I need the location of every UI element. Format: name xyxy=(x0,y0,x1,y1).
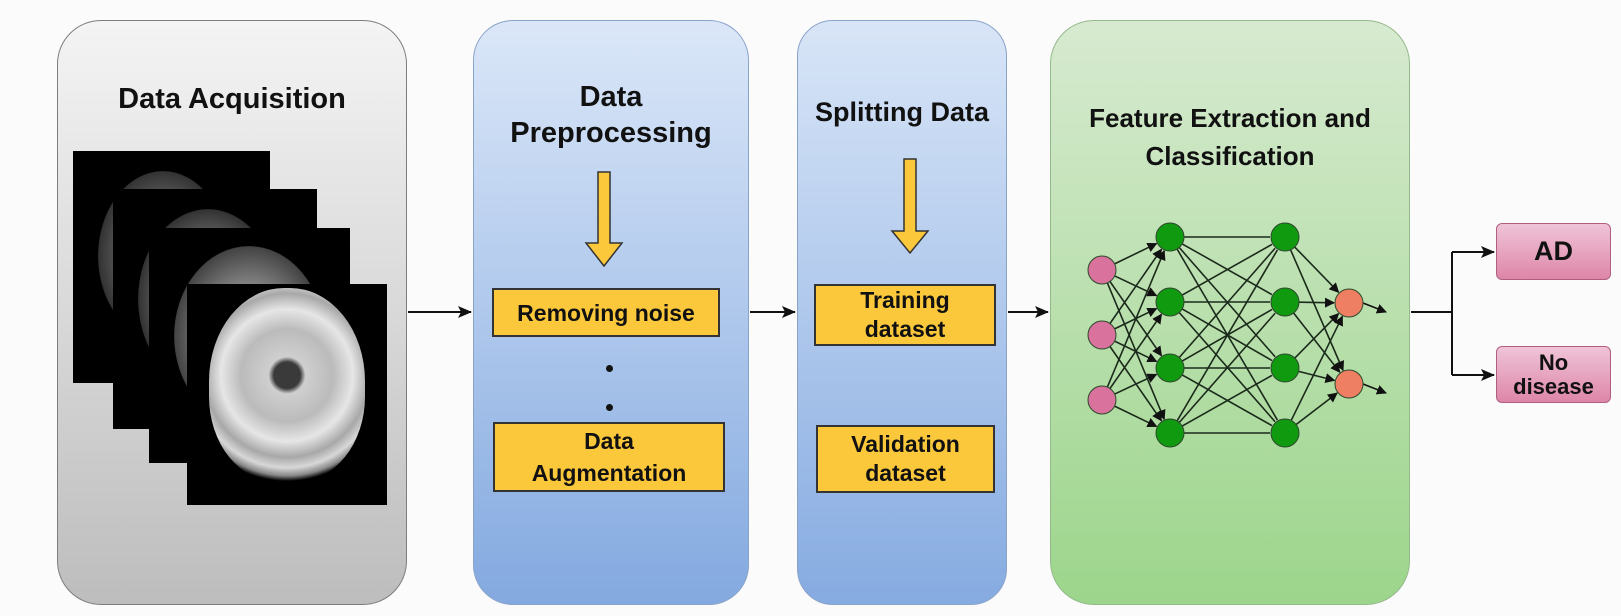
network-edge xyxy=(1294,246,1340,293)
title-line: Classification xyxy=(1145,141,1315,171)
input-node xyxy=(1087,320,1117,350)
ad-output-box: AD xyxy=(1496,223,1611,280)
network-edge xyxy=(1114,242,1158,265)
output-node xyxy=(1334,369,1364,399)
ellipsis-dot xyxy=(606,365,613,372)
box-line: Validation xyxy=(851,431,960,457)
output-pointer-arrow xyxy=(1362,383,1387,395)
mri-slice-image xyxy=(187,284,387,505)
network-edge xyxy=(1181,374,1273,427)
network-edge xyxy=(1178,247,1276,359)
network-edge xyxy=(1298,297,1336,308)
title-line: Feature Extraction and xyxy=(1089,103,1371,133)
box-line: dataset xyxy=(865,460,946,486)
title-line: Preprocessing xyxy=(510,117,712,149)
network-edge xyxy=(1289,249,1345,372)
network-edge xyxy=(1114,373,1158,395)
ellipsis-dot xyxy=(606,404,613,411)
network-edge xyxy=(1106,249,1166,388)
hidden-node-layer2 xyxy=(1270,353,1300,383)
removing-noise-step: Removing noise xyxy=(492,288,720,337)
network-edge xyxy=(1109,313,1163,389)
title-line: Data xyxy=(579,81,643,113)
output-node xyxy=(1334,288,1364,318)
network-edge xyxy=(1181,243,1273,296)
network-edge xyxy=(1298,370,1336,384)
hidden-node-layer2 xyxy=(1270,222,1300,252)
validation-dataset-box: Validation dataset xyxy=(816,425,995,493)
box-line: Training xyxy=(860,287,950,313)
box-line: dataset xyxy=(864,316,946,342)
input-node xyxy=(1087,255,1117,285)
network-edge xyxy=(1290,315,1344,421)
box-line: disease xyxy=(1513,373,1594,399)
splitting-data-title: Splitting Data xyxy=(815,97,989,127)
feature-extraction-title: Feature Extraction and Classification xyxy=(1051,99,1409,175)
neural-network xyxy=(1087,222,1387,448)
down-arrow-splitting xyxy=(890,158,930,255)
hidden-node-layer1 xyxy=(1155,222,1185,252)
hidden-node-layer2 xyxy=(1270,287,1300,317)
hidden-node-layer2 xyxy=(1270,418,1300,448)
network-edge xyxy=(1109,248,1163,324)
network-edge xyxy=(1176,249,1279,422)
data-acquisition-title: Data Acquisition xyxy=(118,83,346,115)
hidden-node-layer1 xyxy=(1155,418,1185,448)
data-augmentation-step: Data Augmentation xyxy=(493,422,725,492)
network-edge xyxy=(1295,392,1338,426)
training-dataset-box: Training dataset xyxy=(814,284,996,346)
hidden-node-layer1 xyxy=(1155,287,1185,317)
hidden-node-layer1 xyxy=(1155,353,1185,383)
data-preprocessing-title: Data Preprocessing xyxy=(474,79,748,151)
network-edge xyxy=(1292,312,1341,373)
network-edge xyxy=(1114,405,1158,428)
output-pointer-arrow xyxy=(1362,302,1387,314)
no-disease-output-box: No disease xyxy=(1496,346,1611,403)
step-line: Augmentation xyxy=(531,460,687,486)
box-line: No xyxy=(1538,349,1569,375)
network-edge xyxy=(1294,312,1340,359)
down-arrow-preprocessing xyxy=(584,171,624,268)
step-line: Data xyxy=(584,428,634,454)
input-node xyxy=(1087,385,1117,415)
network-edge xyxy=(1178,312,1276,424)
